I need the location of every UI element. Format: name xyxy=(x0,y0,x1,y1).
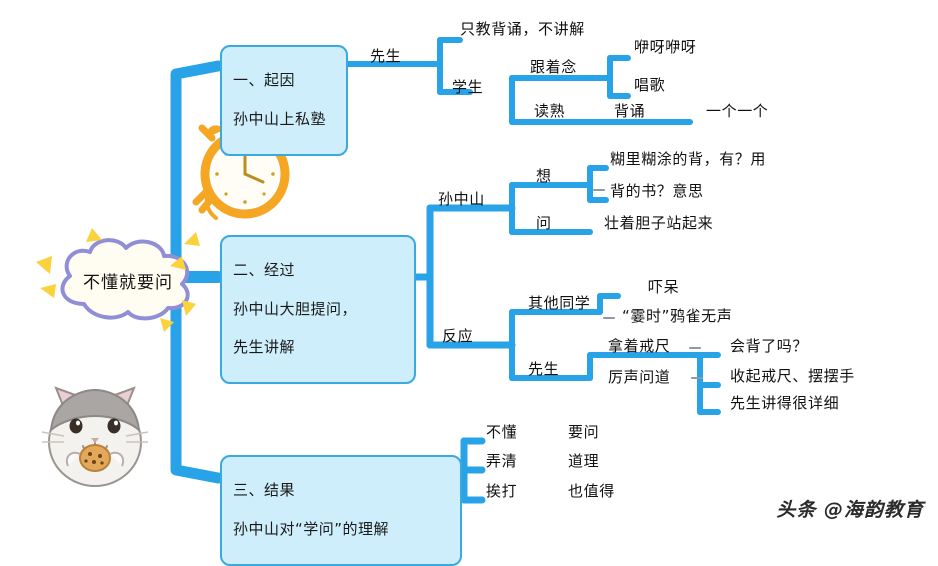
node-label-genzhenian[interactable]: 跟着念 xyxy=(530,58,577,76)
pair-right-3[interactable]: 也值得 xyxy=(568,482,615,500)
cloud-shape xyxy=(60,238,190,321)
branch-cause-line2: 孙中山上私塾 xyxy=(233,109,327,128)
node-label-xiang[interactable]: 想 xyxy=(536,167,552,185)
node-label-nazhejiechi[interactable]: 拿着戒尺 xyxy=(608,337,671,355)
node-label-lishengwendao[interactable]: 厉声问道 xyxy=(608,368,671,386)
leaf-cause-2[interactable]: 咿呀咿呀 xyxy=(634,38,697,56)
node-label-fanying[interactable]: 反应 xyxy=(442,327,474,345)
leaf-process-5[interactable]: “霎时”鸦雀无声 xyxy=(622,307,733,325)
leaf-process-1[interactable]: 糊里糊涂的背，有？用 xyxy=(610,150,767,168)
branch-box-cause[interactable]: 一、起因 孙中山上私塾 xyxy=(220,45,348,156)
leaf-cause-3[interactable]: 唱歌 xyxy=(634,76,666,94)
hamster-icon xyxy=(41,386,149,487)
leaf-process-4[interactable]: 吓呆 xyxy=(648,278,680,296)
pair-right-2[interactable]: 道理 xyxy=(568,452,600,470)
pair-left-2[interactable]: 弄清 xyxy=(486,452,518,470)
node-label-wen[interactable]: 问 xyxy=(536,214,552,232)
leaf-process-6[interactable]: 会背了吗？ xyxy=(730,337,809,355)
pair-right-1[interactable]: 要问 xyxy=(568,423,600,441)
branch-process-line1: 二、经过 xyxy=(233,261,296,280)
branch-box-process[interactable]: 二、经过 孙中山大胆提问， 先生讲解 xyxy=(220,235,416,385)
node-label-sunzhongshan[interactable]: 孙中山 xyxy=(438,190,485,208)
node-label-beisong[interactable]: 背诵 xyxy=(614,102,646,120)
node-label-dushu[interactable]: 读熟 xyxy=(534,102,566,120)
central-topic[interactable]: 不懂就要问 xyxy=(48,234,208,326)
leaf-process-8[interactable]: 先生讲得很详细 xyxy=(730,394,840,412)
branch-cause-line1: 一、起因 xyxy=(233,71,296,90)
branch-result-line2: 孙中山对“学问”的理解 xyxy=(233,519,390,538)
leaf-cause-1[interactable]: 只教背诵，不讲解 xyxy=(460,20,585,38)
leaf-process-2[interactable]: 背的书？意思 xyxy=(610,182,704,200)
node-label-xiansheng-2[interactable]: 先生 xyxy=(528,360,560,378)
pair-left-1[interactable]: 不懂 xyxy=(486,423,518,441)
node-label-xuesheng[interactable]: 学生 xyxy=(452,78,484,96)
leaf-process-7[interactable]: 收起戒尺、摆摆手 xyxy=(730,367,855,385)
pair-left-3[interactable]: 挨打 xyxy=(486,482,518,500)
branch-process-line3: 先生讲解 xyxy=(233,337,296,356)
watermark: 头条 @海韵教育 xyxy=(776,499,924,521)
central-topic-label: 不懂就要问 xyxy=(83,272,173,293)
leaf-cause-4[interactable]: 一个一个 xyxy=(706,102,769,120)
branch-result-line1: 三、结果 xyxy=(233,481,296,500)
branch-process-line2: 孙中山大胆提问， xyxy=(233,299,358,318)
node-label-qitatongxue[interactable]: 其他同学 xyxy=(528,294,591,312)
branch-box-result[interactable]: 三、结果 孙中山对“学问”的理解 xyxy=(220,455,462,566)
node-label-xiansheng[interactable]: 先生 xyxy=(370,47,402,65)
leaf-process-3[interactable]: 壮着胆子站起来 xyxy=(604,214,714,232)
mindmap-canvas: 不懂就要问 xyxy=(36,20,924,566)
